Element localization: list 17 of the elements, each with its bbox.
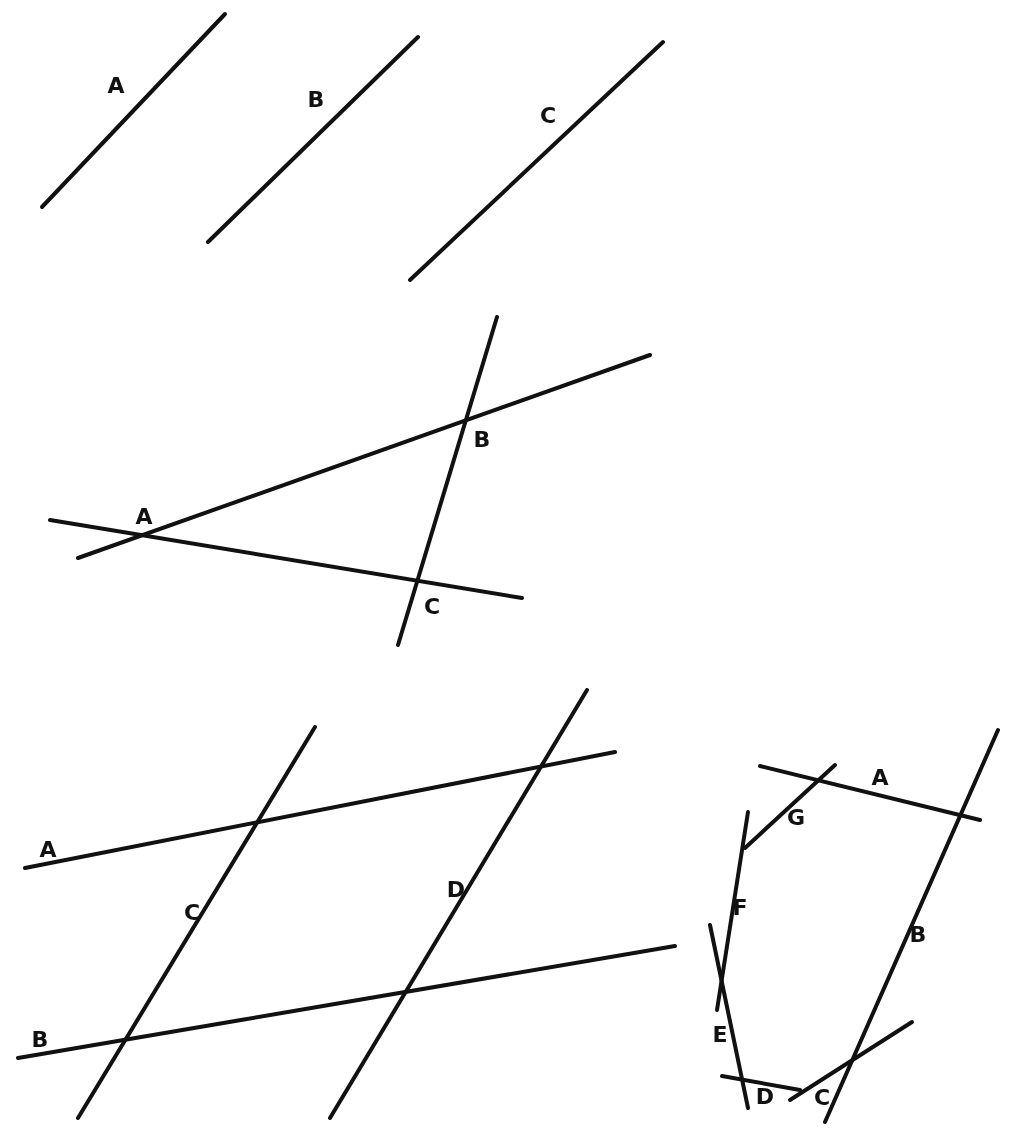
line-label: A	[39, 839, 57, 861]
line-label: C	[183, 902, 201, 924]
line-label: C	[423, 596, 441, 618]
line-label: F	[732, 897, 748, 919]
line-label: A	[135, 506, 153, 528]
line-label: G	[786, 807, 806, 829]
line-label: C	[813, 1087, 831, 1109]
line-label: B	[307, 89, 325, 111]
line-label: B	[909, 924, 927, 946]
line-label: B	[31, 1029, 49, 1051]
line-label: E	[712, 1024, 728, 1046]
line-label: D	[755, 1086, 775, 1108]
line-label: D	[446, 879, 466, 901]
line-label: C	[539, 105, 557, 127]
line-label: B	[473, 429, 491, 451]
line-label: A	[871, 767, 889, 789]
line-label: A	[107, 75, 125, 97]
